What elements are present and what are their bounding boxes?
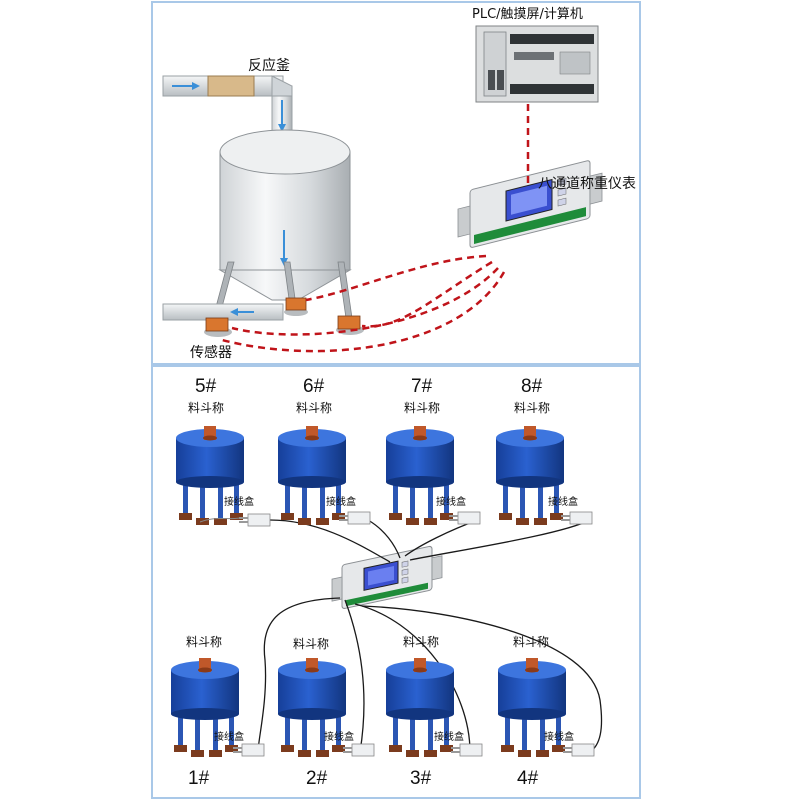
hopper-2: 接线盒 料斗称 2# (278, 637, 375, 789)
hopper-id: 1# (188, 768, 210, 789)
reactor-label: 反应釜 (248, 57, 290, 74)
hopper-label: 料斗称 (293, 637, 329, 651)
hopper-3: 接线盒 料斗称 3# (386, 635, 483, 789)
top-panel-frame (151, 1, 641, 365)
hopper-4: 接线盒 料斗称 4# (498, 635, 595, 789)
junction-box-label: 接线盒 (436, 495, 466, 508)
hopper-id: 4# (517, 768, 539, 789)
outlet-pipe (162, 303, 284, 321)
controller-label: PLC/触摸屏/计算机 (472, 7, 583, 22)
hopper-1: 接线盒 料斗称 1# (171, 635, 265, 789)
junction-box-label: 接线盒 (434, 730, 464, 743)
center-instrument (331, 543, 443, 612)
junction-box-label: 接线盒 (326, 495, 356, 508)
hopper-id: 5# (195, 376, 217, 397)
bottom-panel-frame (151, 365, 641, 799)
hopper-label: 料斗称 (514, 401, 550, 415)
hopper-label: 料斗称 (403, 635, 439, 649)
sensor-label: 传感器 (190, 344, 232, 361)
signal-cables (221, 104, 530, 353)
hopper-id: 7# (411, 376, 433, 397)
junction-box-label: 接线盒 (224, 495, 254, 508)
plc-device (475, 25, 599, 103)
junction-box-label: 接线盒 (544, 730, 574, 743)
hopper-7: 接线盒 料斗称 7# (386, 376, 481, 525)
hopper-id: 6# (303, 376, 325, 397)
load-sensors (204, 297, 364, 337)
instrument-label: 八通道称重仪表 (538, 176, 636, 192)
hopper-label: 料斗称 (513, 635, 549, 649)
junction-box-label: 接线盒 (214, 730, 244, 743)
junction-box-label: 接线盒 (548, 495, 578, 508)
eight-channel-instrument (457, 160, 603, 248)
hopper-id: 3# (410, 768, 432, 789)
hopper-id: 2# (306, 768, 328, 789)
hopper-wiring (257, 519, 603, 753)
hopper-label: 料斗称 (186, 635, 222, 649)
hopper-label: 料斗称 (404, 401, 440, 415)
hopper-5: 料斗称 5# (176, 376, 271, 527)
hopper-label: 料斗称 (296, 401, 332, 415)
hopper-id: 8# (521, 376, 543, 397)
hopper-label: 料斗称 (188, 401, 224, 415)
hopper-8: 接线盒 料斗称 8# (496, 376, 593, 525)
junction-box-label: 接线盒 (324, 730, 354, 743)
hopper-6: 接线盒 料斗称 6# (278, 376, 371, 525)
